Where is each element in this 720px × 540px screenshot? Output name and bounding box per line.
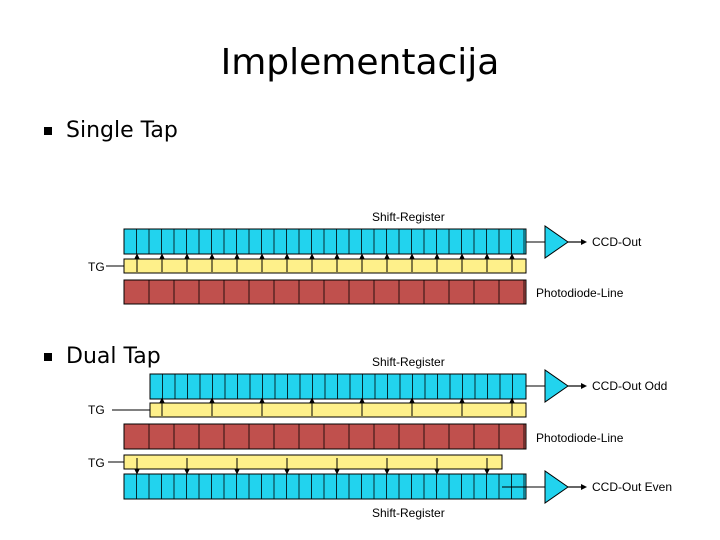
dual-tap-photodiode-line [123,423,527,450]
dual-tap-photodiode-label: Photodiode-Line [536,431,624,445]
single-tap-shift-register [123,228,527,255]
single-tap-transfer-gate [123,258,527,274]
dual-tap-output-amplifier-even [544,470,569,504]
dual-tap-shift-register-bottom-label: Shift-Register [372,506,445,520]
dual-tap-output-odd-label: CCD-Out Odd [592,379,667,393]
dual-tap-transfer-arrows-top [159,397,515,416]
dual-tap-transfer-gate-bottom [123,454,503,470]
dual-tap-diagram: Shift-Register TG Photodiode-Line TG Shi… [88,355,672,520]
single-tap-output-amplifier [544,225,569,259]
dual-tap-transfer-gate-top [149,402,527,418]
single-tap-shift-register-label: Shift-Register [372,210,445,224]
bullet-square-icon [44,352,52,361]
single-tap-photodiode-cells [148,280,525,304]
single-tap-photodiode-line [123,279,527,305]
dual-tap-transfer-arrows-bottom [134,458,490,475]
dual-tap-shift-register-odd-cells [162,374,513,399]
single-tap-photodiode-label: Photodiode-Line [536,286,624,300]
bullet-single-tap-label: Single Tap [66,118,178,143]
single-tap-shift-register-cells [136,229,525,254]
dual-tap-shift-register-top-label: Shift-Register [372,355,445,369]
single-tap-diagram: Shift-Register TG Photodiode-Line CCD-Ou… [88,210,642,305]
dual-tap-shift-register-even [123,473,527,500]
bullet-single-tap: Single Tap [44,118,178,143]
bullet-dual-tap: Dual Tap [44,344,161,369]
dual-tap-tg-bottom-label: TG [88,456,105,470]
slide-title: Implementacija [220,42,500,83]
single-tap-tg-label: TG [88,260,105,274]
dual-tap-output-even-label: CCD-Out Even [592,480,672,494]
single-tap-output-label: CCD-Out [592,235,642,249]
dual-tap-shift-register-even-cells [136,474,525,499]
dual-tap-shift-register-odd [149,373,527,400]
single-tap-transfer-arrows [134,253,515,272]
dual-tap-tg-top-label: TG [88,403,105,417]
dual-tap-output-amplifier-odd [544,369,569,403]
bullet-dual-tap-label: Dual Tap [66,344,161,369]
bullet-square-icon [44,126,52,135]
dual-tap-photodiode-cells [148,424,525,449]
